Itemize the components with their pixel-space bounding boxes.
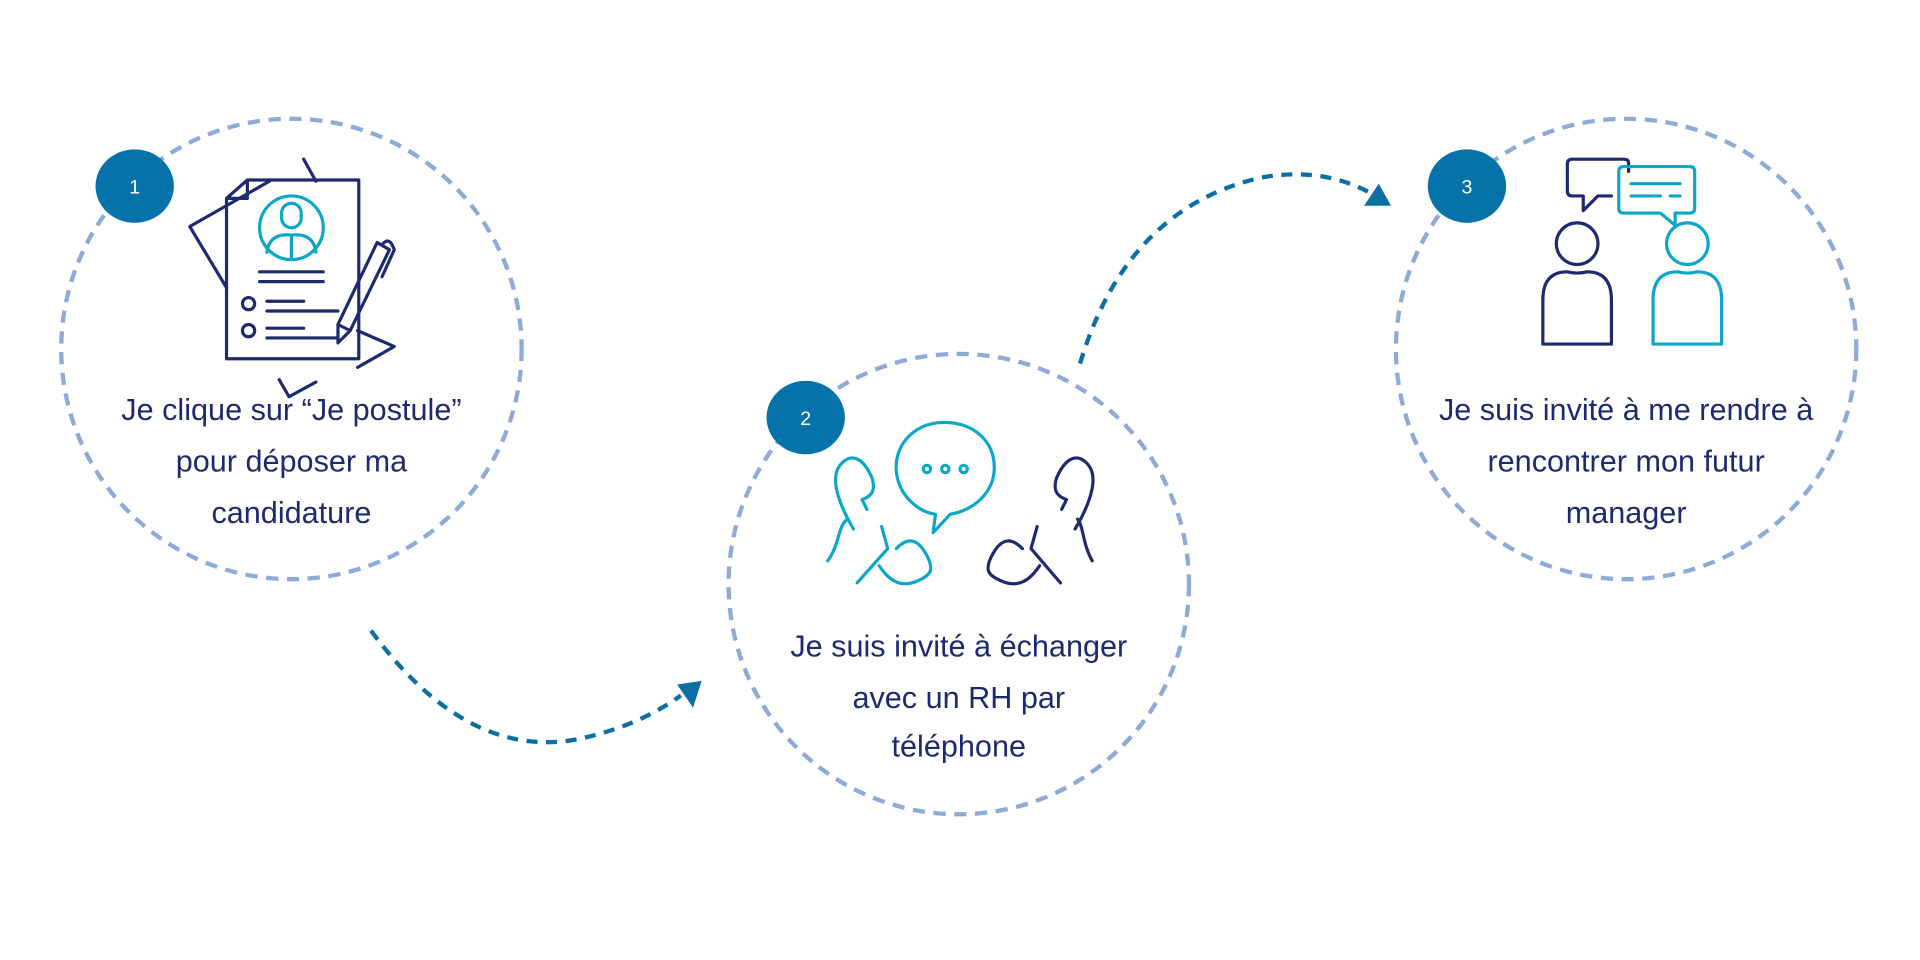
step-3-ring xyxy=(1393,116,1859,582)
step-2-text-line-2: avec un RH par xyxy=(852,681,1065,715)
step-3: 3 Je suis invité à me rendre à rencontre… xyxy=(1393,116,1859,582)
step-2-text-line-3: téléphone xyxy=(892,730,1026,764)
step-1-ring xyxy=(59,116,524,582)
step-2-badge xyxy=(766,380,845,455)
application-form-icon xyxy=(188,157,396,399)
step-2-ring xyxy=(726,351,1192,817)
step-2-text-line-1: Je suis invité à échanger xyxy=(790,629,1127,663)
step-1-text-line-3: candidature xyxy=(211,496,371,530)
phone-conversation-icon xyxy=(826,420,1095,586)
arrow-step2-to-step3 xyxy=(1077,172,1392,365)
step-1: 1 Je clique sur “Je postule” pour dépose… xyxy=(59,116,524,582)
arrow-step1-to-step2 xyxy=(369,629,702,745)
step-3-badge xyxy=(1427,149,1507,223)
step-3-text-line-3: manager xyxy=(1566,496,1687,530)
meeting-icon xyxy=(1541,157,1724,346)
step-3-text-line-2: rencontrer mon futur xyxy=(1487,444,1764,478)
step-3-number: 3 xyxy=(1461,176,1472,198)
step-1-text-line-2: pour déposer ma xyxy=(176,444,408,478)
step-1-badge xyxy=(95,149,174,223)
step-2: 2 Je suis invité à échanger avec un RH p… xyxy=(726,351,1192,817)
step-2-number: 2 xyxy=(800,408,811,430)
step-3-text-line-1: Je suis invité à me rendre à xyxy=(1439,393,1814,427)
step-1-number: 1 xyxy=(129,176,140,198)
step-1-text-line-1: Je clique sur “Je postule” xyxy=(121,393,461,427)
